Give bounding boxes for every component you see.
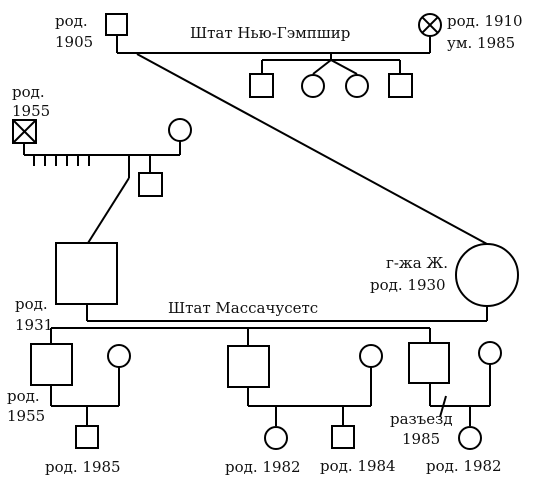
child-2-spouse-circle <box>359 344 383 368</box>
gp-state-title: Штат Нью-Гэмпшир <box>190 24 350 42</box>
family-2-group: род. 1982 род. 1984 <box>225 344 396 476</box>
family-2-child-1-label: род. 1982 <box>225 458 301 476</box>
child-1-square <box>30 343 73 386</box>
father-label-2: 1931 <box>15 316 53 334</box>
gp-child-4-male <box>388 73 413 98</box>
father-square <box>55 242 118 305</box>
left-family-group: род. 1955 <box>12 83 192 244</box>
gp-female-label-1: род. 1910 <box>447 12 523 30</box>
left-male-deceased-symbol <box>12 119 37 144</box>
family-1-child-label: род. 1985 <box>45 458 121 476</box>
left-child-male <box>138 172 163 197</box>
left-father-diagonal <box>87 177 130 244</box>
left-children-ticks <box>33 155 90 166</box>
family-1-child-square <box>75 425 99 449</box>
left-male-label-2: 1955 <box>12 102 50 120</box>
family-2-child-1-circle <box>264 426 288 450</box>
gp-female-deceased-symbol <box>418 13 442 37</box>
mother-circle <box>455 243 519 307</box>
child-3-spouse-circle <box>478 341 502 365</box>
parents-group: род. 1931 г-жа Ж. род. 1930 Штат Массачу… <box>15 242 519 334</box>
gp-child-1-male <box>249 73 274 98</box>
left-female-circle <box>168 118 192 142</box>
gp-child-3-female <box>345 74 369 98</box>
family-3-child-circle <box>458 426 482 450</box>
left-male-label-1: род. <box>12 83 45 101</box>
child-1-spouse-circle <box>107 344 131 368</box>
mother-label-2: род. 1930 <box>370 276 446 294</box>
gp-child-drop-3 <box>330 59 358 75</box>
father-label-1: род. <box>15 295 48 313</box>
separation-label-2: 1985 <box>402 430 440 448</box>
mother-label-1: г-жа Ж. <box>386 254 448 272</box>
child-3-square <box>408 342 450 384</box>
family-2-child-2-label: род. 1984 <box>320 457 396 475</box>
gp-child-drop-2 <box>312 59 332 75</box>
family-1-group: род. 1955 род. 1985 <box>7 343 131 476</box>
child-1-label-2: 1955 <box>7 407 45 425</box>
gp-to-mother-line <box>136 53 488 245</box>
grandparents-group: род. 1905 Штат Нью-Гэмпшир род. 1910 ум.… <box>55 12 523 98</box>
gp-male-label-1: род. <box>55 12 88 30</box>
family-3-child-label: род. 1982 <box>426 457 502 475</box>
parents-state-title: Штат Массачусетс <box>168 299 318 317</box>
child-2-square <box>227 345 270 388</box>
gp-male-label-2: 1905 <box>55 33 93 51</box>
gp-male-square <box>105 13 128 36</box>
family-3-group: разъезд 1985 род. 1982 <box>390 341 502 475</box>
separation-label-1: разъезд <box>390 410 453 428</box>
gp-female-label-2: ум. 1985 <box>447 34 515 52</box>
family-2-child-2-square <box>331 425 355 449</box>
child-1-label-1: род. <box>7 387 40 405</box>
separation-slash <box>439 395 447 418</box>
gp-child-2-female <box>301 74 325 98</box>
